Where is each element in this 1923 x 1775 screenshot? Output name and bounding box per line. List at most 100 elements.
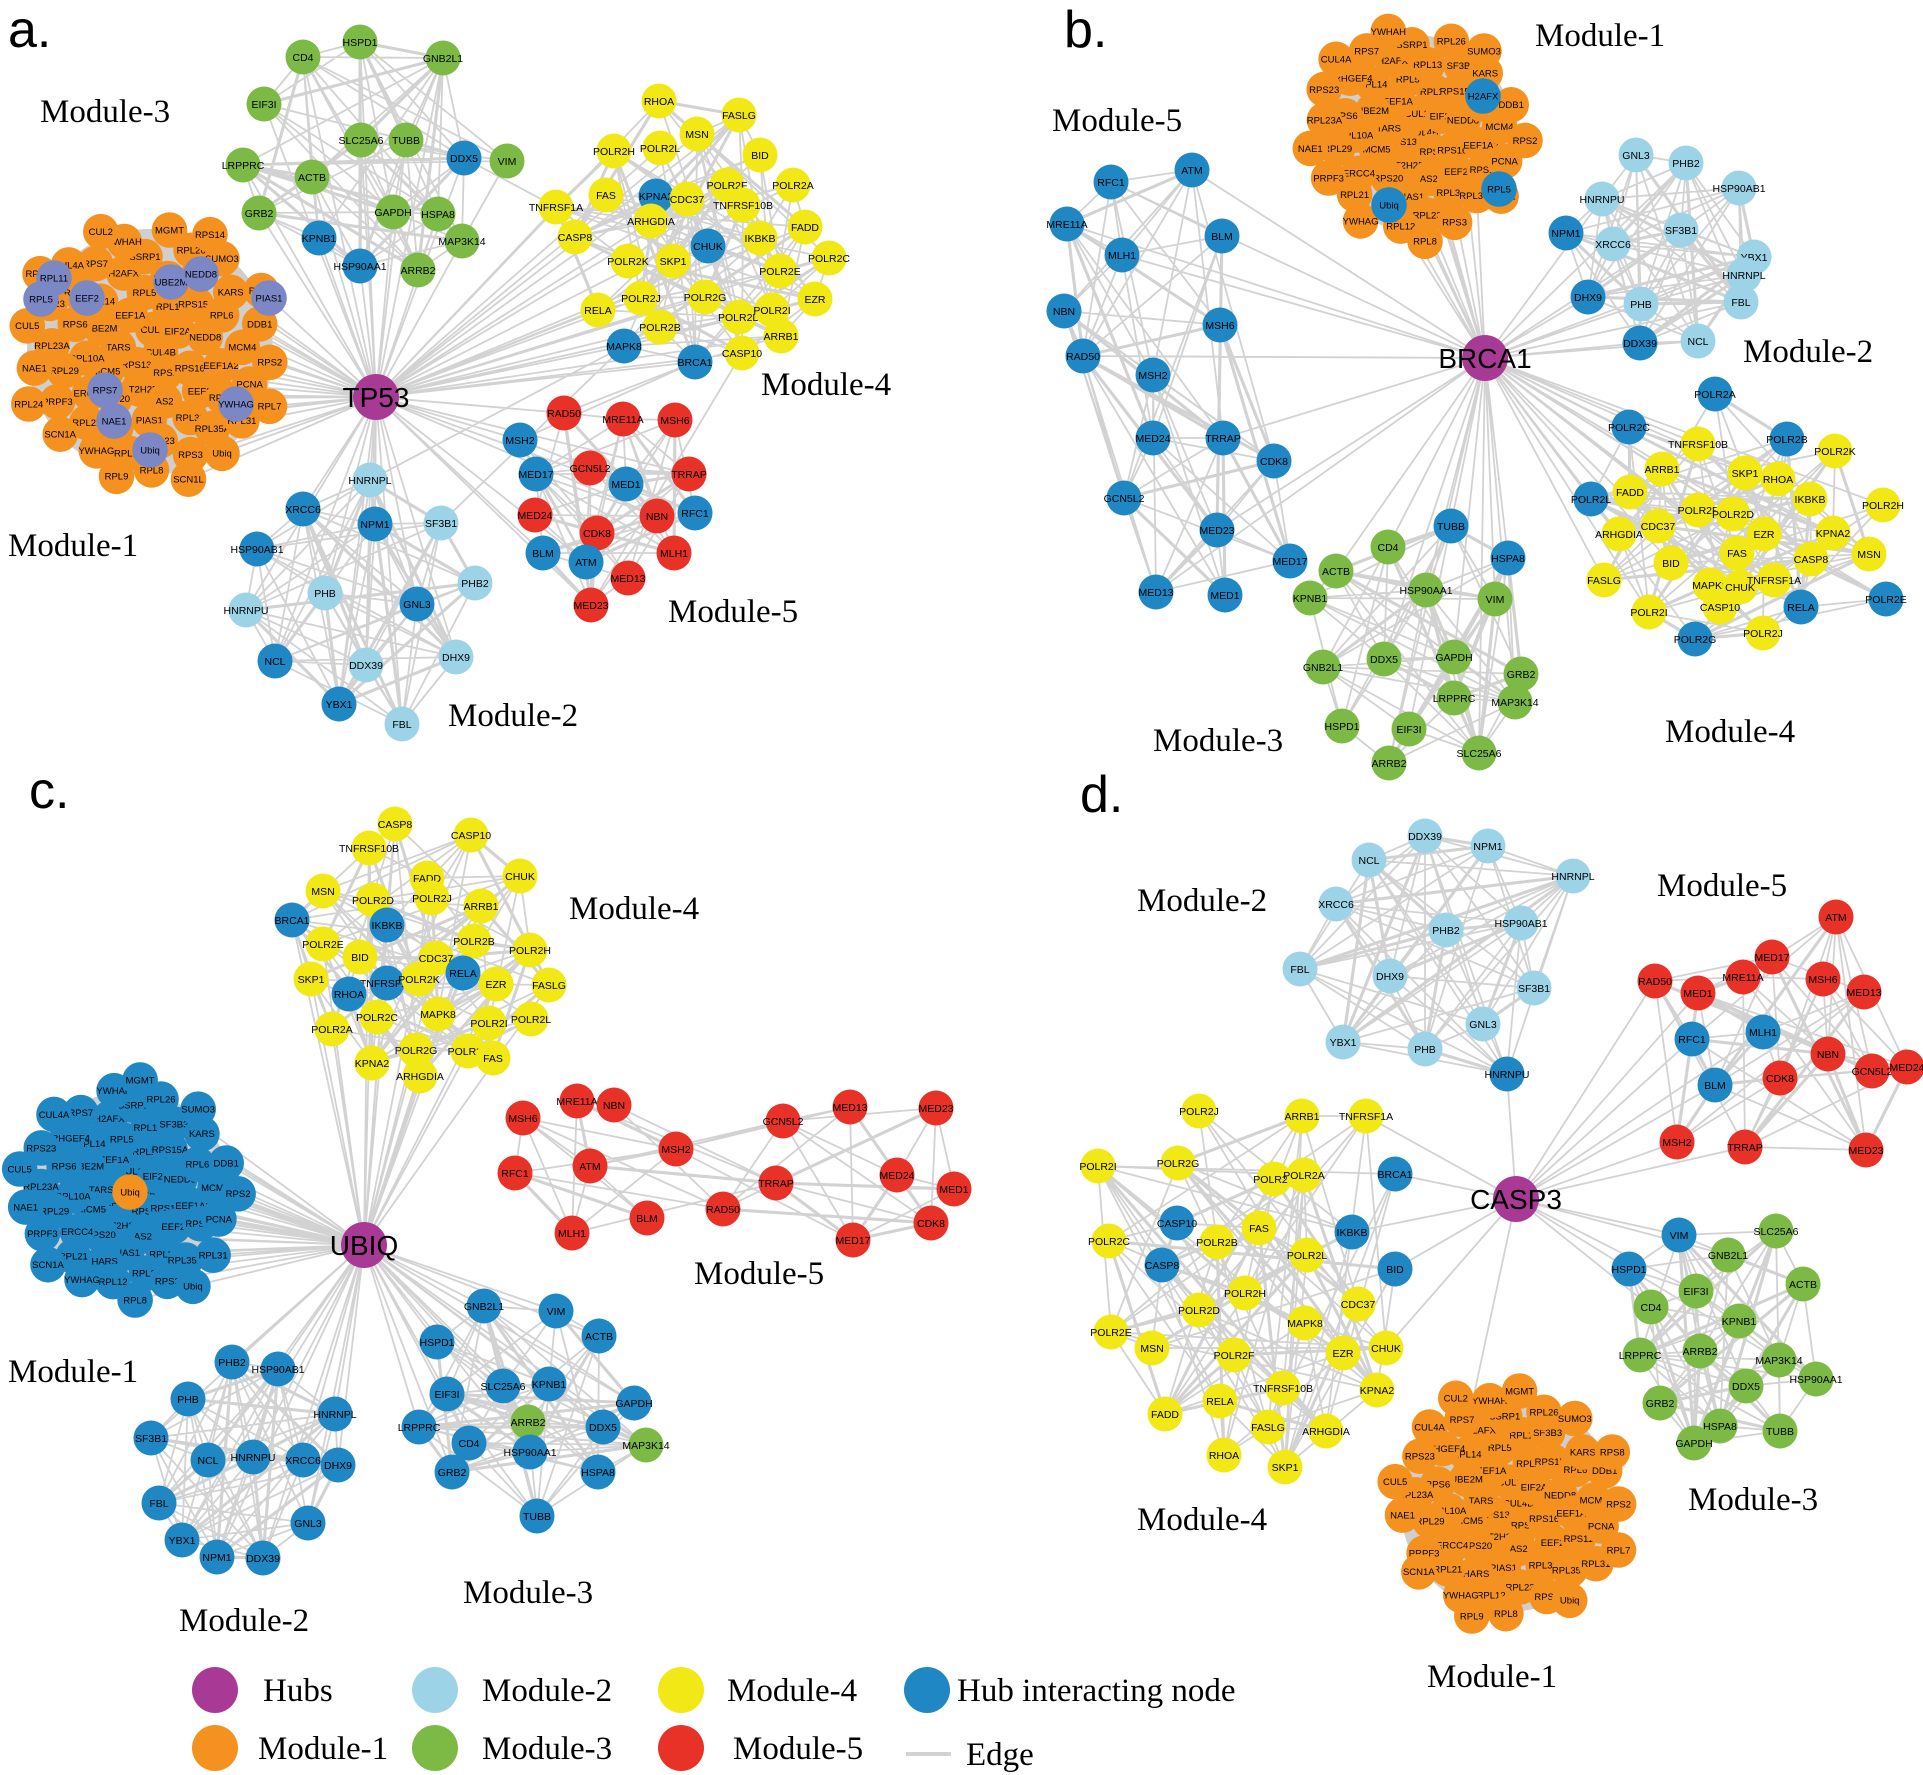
- svg-text:CASP10: CASP10: [722, 348, 762, 360]
- svg-text:HNRNPU: HNRNPU: [1580, 194, 1625, 206]
- svg-text:KPNB1: KPNB1: [532, 1379, 567, 1391]
- svg-text:GAPDH: GAPDH: [1435, 652, 1472, 664]
- svg-text:DHX9: DHX9: [1574, 292, 1602, 304]
- svg-text:TNFRSF10B: TNFRSF10B: [1253, 1383, 1313, 1395]
- svg-text:TARS: TARS: [1469, 1496, 1494, 1507]
- svg-text:IKBKB: IKBKB: [745, 233, 776, 245]
- svg-text:FBL: FBL: [1290, 964, 1309, 976]
- svg-text:RELA: RELA: [584, 305, 611, 317]
- svg-text:HSPD1: HSPD1: [419, 1337, 454, 1349]
- svg-text:PCNA: PCNA: [1491, 157, 1518, 168]
- svg-text:KPNB1: KPNB1: [302, 233, 337, 245]
- svg-text:Module-2: Module-2: [179, 1603, 309, 1639]
- svg-text:RPS3: RPS3: [155, 1277, 180, 1288]
- svg-text:TRRAP: TRRAP: [1205, 433, 1241, 445]
- svg-text:RPL23A: RPL23A: [1398, 1490, 1434, 1501]
- svg-text:PCNA: PCNA: [236, 380, 263, 391]
- svg-text:HSPA8: HSPA8: [1491, 553, 1525, 565]
- svg-text:RPL5: RPL5: [29, 294, 53, 305]
- svg-text:SKP1: SKP1: [660, 256, 687, 268]
- svg-text:GCN5L2: GCN5L2: [1104, 493, 1145, 505]
- svg-text:RPL12: RPL12: [1386, 222, 1415, 233]
- svg-text:CASP10: CASP10: [1157, 1218, 1197, 1230]
- svg-text:NCL: NCL: [264, 656, 285, 668]
- svg-text:Module-3: Module-3: [482, 1731, 612, 1767]
- svg-text:KARS: KARS: [1472, 69, 1498, 80]
- svg-text:POLR2E: POLR2E: [759, 266, 800, 278]
- svg-text:RPL29: RPL29: [1415, 1517, 1444, 1528]
- svg-text:CUL1: CUL1: [119, 1166, 143, 1177]
- svg-text:MCM4: MCM4: [201, 1183, 229, 1194]
- svg-text:HSPA8: HSPA8: [421, 209, 455, 221]
- svg-text:HIST2H2BE: HIST2H2BE: [95, 1221, 147, 1232]
- svg-text:EEF2: EEF2: [188, 387, 212, 398]
- svg-text:RPL11: RPL11: [1420, 87, 1448, 98]
- svg-text:SSRP1: SSRP1: [118, 1101, 149, 1112]
- svg-text:NCL: NCL: [1687, 336, 1708, 348]
- svg-text:RPS3: RPS3: [1442, 218, 1467, 229]
- svg-text:RPL14: RPL14: [1452, 1450, 1481, 1461]
- svg-text:GNL3: GNL3: [1469, 1019, 1497, 1031]
- svg-text:MCM5: MCM5: [78, 1204, 106, 1215]
- svg-text:TNFRSF10B: TNFRSF10B: [1668, 439, 1728, 451]
- svg-text:AS2: AS2: [134, 1232, 152, 1243]
- svg-text:RPS23: RPS23: [26, 1143, 56, 1154]
- svg-text:CASP8: CASP8: [558, 232, 593, 244]
- svg-text:TNFRSF10B: TNFRSF10B: [339, 843, 399, 855]
- svg-text:POLR2H: POLR2H: [1862, 500, 1904, 512]
- svg-text:UBE2M: UBE2M: [85, 323, 118, 334]
- svg-text:ACTB: ACTB: [1322, 566, 1350, 578]
- svg-text:RPS23: RPS23: [1309, 85, 1339, 96]
- svg-text:MLH1: MLH1: [1108, 250, 1136, 262]
- svg-text:TNFRSF1A: TNFRSF1A: [529, 202, 583, 214]
- svg-text:Module-4: Module-4: [1137, 1502, 1267, 1538]
- svg-text:BRCA1: BRCA1: [1377, 1169, 1412, 1181]
- svg-text:NEDD8: NEDD8: [189, 333, 221, 344]
- svg-text:TNFRSF1A: TNFRSF1A: [1339, 1111, 1393, 1123]
- svg-text:MED23: MED23: [918, 1103, 953, 1115]
- svg-text:MCM4: MCM4: [228, 343, 256, 354]
- svg-text:RPS15A: RPS15A: [178, 300, 215, 311]
- svg-text:UBE2M: UBE2M: [155, 277, 188, 288]
- svg-text:NPM1: NPM1: [202, 1552, 231, 1564]
- svg-text:RPS13: RPS13: [121, 360, 151, 371]
- svg-text:RPS7: RPS7: [68, 1108, 93, 1119]
- svg-text:BID: BID: [751, 150, 769, 162]
- svg-text:POLR2D: POLR2D: [1712, 509, 1754, 521]
- svg-text:RHOA: RHOA: [334, 989, 364, 1001]
- svg-text:TRRAP: TRRAP: [758, 1178, 794, 1190]
- svg-text:ARRB2: ARRB2: [1682, 1346, 1717, 1358]
- svg-text:POLR2K: POLR2K: [1814, 446, 1855, 458]
- svg-text:MED23: MED23: [1848, 1145, 1883, 1157]
- svg-text:MED17: MED17: [1272, 556, 1307, 568]
- svg-text:MAPK8: MAPK8: [1692, 580, 1728, 592]
- svg-text:EIF3I: EIF3I: [1396, 724, 1421, 736]
- svg-text:Ubiq: Ubiq: [1560, 1596, 1580, 1607]
- svg-text:MRE11A: MRE11A: [556, 1096, 597, 1108]
- svg-text:YWHAH: YWHAH: [1371, 27, 1407, 38]
- svg-text:RPL23: RPL23: [132, 1268, 161, 1279]
- svg-text:POLR2C: POLR2C: [356, 1012, 398, 1024]
- svg-text:RPL23: RPL23: [1413, 210, 1442, 221]
- svg-text:NPM1: NPM1: [360, 519, 389, 531]
- svg-text:PCNA: PCNA: [206, 1214, 233, 1225]
- svg-text:RPS16: RPS16: [1529, 1514, 1559, 1525]
- svg-text:YWHAG: YWHAG: [218, 399, 254, 410]
- svg-text:PIAS1: PIAS1: [1490, 1563, 1517, 1574]
- svg-text:POLR2C: POLR2C: [1608, 422, 1650, 434]
- svg-text:MGMT: MGMT: [1505, 1386, 1534, 1397]
- svg-text:ARHGEF4: ARHGEF4: [1328, 74, 1373, 85]
- svg-text:DHX9: DHX9: [1376, 971, 1404, 983]
- svg-text:RPS16: RPS16: [175, 364, 205, 375]
- svg-text:RPL26: RPL26: [146, 1095, 175, 1106]
- svg-text:RPL11: RPL11: [40, 273, 68, 284]
- svg-text:HSP90AB1: HSP90AB1: [251, 1364, 304, 1376]
- svg-text:RPS14: RPS14: [195, 230, 225, 241]
- svg-text:POLR2A: POLR2A: [311, 1024, 352, 1036]
- svg-text:ARRB2: ARRB2: [400, 265, 435, 277]
- svg-text:CASP8: CASP8: [378, 819, 413, 831]
- svg-text:POLR2E: POLR2E: [1865, 594, 1906, 606]
- svg-text:HSPD1: HSPD1: [1611, 1264, 1646, 1276]
- svg-text:MED17: MED17: [835, 1235, 870, 1247]
- svg-text:RAD50: RAD50: [1066, 351, 1100, 363]
